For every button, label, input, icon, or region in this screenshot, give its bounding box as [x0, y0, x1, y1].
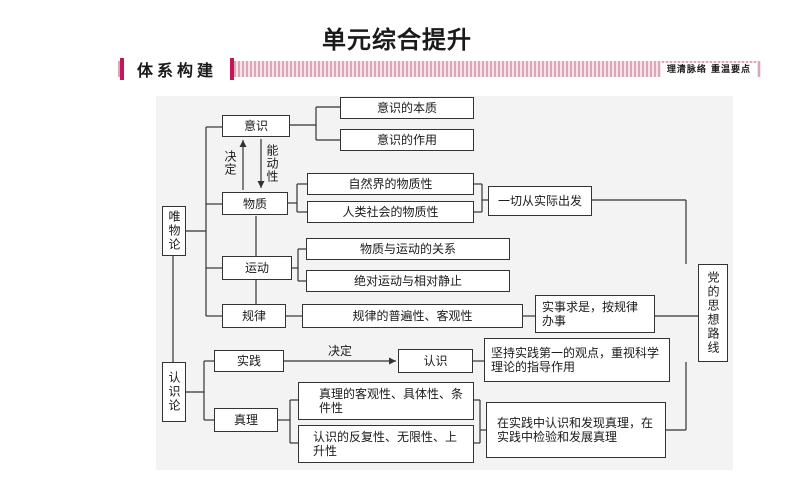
node-renshi-fanfu: 认识的反复性、无限性、上升性 [298, 425, 474, 463]
label-nengdongxing: 能动性 [265, 144, 279, 183]
node-zhenli: 真理 [214, 408, 278, 432]
node-zhenli-keguan: 真理的客观性、具体性、条件性 [298, 382, 474, 420]
node-wuzhi-yundong: 物质与运动的关系 [306, 238, 510, 260]
banner-subtitle: 理清脉络 重温要点 [660, 63, 757, 77]
node-guilv: 规律 [222, 304, 286, 328]
banner-tag: 体系构建 [120, 58, 234, 80]
node-yiqie: 一切从实际出发 [488, 186, 592, 216]
node-jianchi: 坚持实践第一的观点，重视科学理论的指导作用 [484, 338, 670, 382]
node-shishi: 实事求是，按规律办事 [535, 295, 655, 333]
node-wuzhi: 物质 [222, 192, 288, 215]
node-sixiang: 党的思想路线 [698, 264, 728, 362]
node-yishi: 意识 [222, 115, 290, 137]
node-weiwulun: 唯物论 [162, 206, 186, 256]
node-ziranjie: 自然界的物质性 [307, 173, 474, 195]
node-jueduiyundong: 绝对运动与相对静止 [306, 270, 510, 292]
label-jueding-vertical: 决定 [223, 150, 237, 176]
node-renshi: 认识 [398, 349, 473, 373]
node-zaishijian: 在实践中认识和发现真理，在实践中检验和发展真理 [486, 402, 666, 458]
section-banner: 体系构建 理清脉络 重温要点 [118, 58, 761, 80]
node-yishi-zuoyong: 意识的作用 [340, 129, 474, 151]
node-shijian: 实践 [214, 350, 284, 372]
node-renlei: 人类社会的物质性 [307, 201, 474, 223]
node-yundong: 运动 [222, 256, 292, 280]
node-guilv-pubian: 规律的普遍性、客观性 [302, 304, 523, 328]
page-title: 单元综合提升 [322, 25, 472, 54]
label-jueding-horizontal: 决定 [328, 344, 353, 358]
banner-stripe [118, 61, 761, 77]
node-yishi-benzhi: 意识的本质 [340, 97, 474, 119]
node-renshilun: 认识论 [162, 362, 186, 422]
